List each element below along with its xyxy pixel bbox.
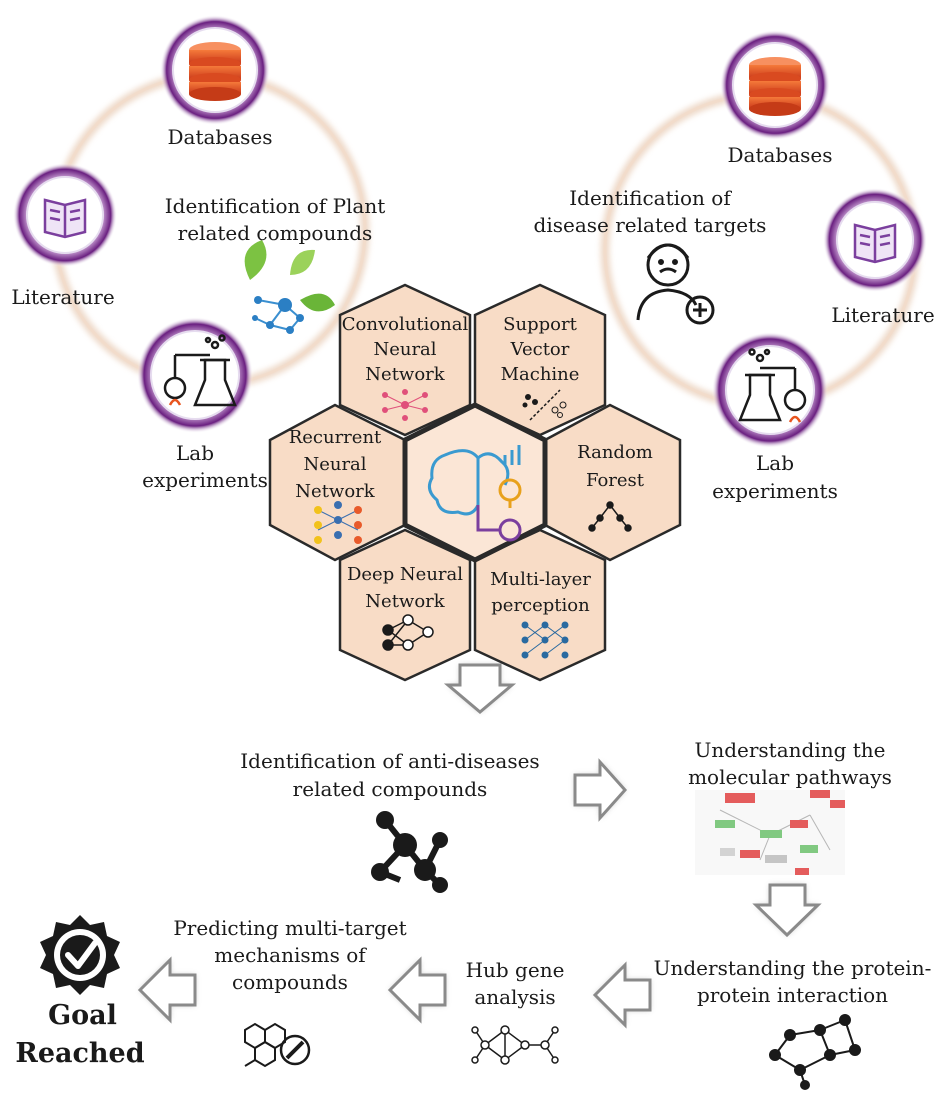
hex-rnn-label-3: Network [295,481,375,502]
goal-badge-icon [40,915,120,995]
arrow-left-icon [137,956,197,1024]
hex-cnn-label-3: Network [365,364,445,385]
goal-label-1: Goal [48,1000,117,1031]
deep-network-icon [382,614,434,651]
multi-target-label-3: compounds [232,970,348,994]
book-icon [853,223,897,264]
arrow-down-icon [443,663,517,714]
ppi-label-1: Understanding the protein- [653,956,932,980]
lab-flask-icon [163,334,237,407]
right-databases-label: Databases [727,143,833,167]
hub-gene-network-icon [471,1025,559,1065]
tree-icon [588,501,632,532]
pathways-label-2: molecular pathways [688,765,892,789]
database-icon [189,42,241,101]
ppi-label-2: protein interaction [696,983,889,1007]
arrow-left-icon [592,961,652,1029]
svm-scatter-icon [522,389,567,421]
hub-gene-label-2: analysis [474,985,556,1009]
rnn-network-icon [314,501,362,544]
hex-svm-label-2: Vector [510,339,570,360]
hex-center [402,402,548,563]
multi-target-label-1: Predicting multi-target [173,916,407,940]
left-lab-label-line1: Lab [175,441,214,465]
right-literature-label: Literature [831,303,935,327]
hex-rnn-label-2: Neural [303,454,367,475]
hex-svm-label-3: Machine [500,364,580,385]
patient-icon [636,243,715,325]
book-icon [43,198,87,239]
neural-network-icon [382,389,428,421]
molecule-icon [371,811,448,893]
hex-rf-label-1: Random [577,442,653,463]
anti-disease-label-2: related compounds [292,777,488,801]
protein-network-icon [769,1014,861,1090]
hex-rf-label-2: Forest [585,470,645,491]
multi-target-label-2: mechanisms of [214,943,366,967]
hub-gene-label-1: Hub gene [465,958,565,982]
arrow-down-icon [752,883,822,938]
pathway-diagram-image [695,790,845,875]
anti-disease-label-1: Identification of anti-diseases [240,749,540,773]
left-databases-label: Databases [167,125,273,149]
arrow-left-icon [387,956,447,1024]
hex-rnn-label-1: Recurrent [288,427,382,448]
hexagon-cluster [268,283,682,682]
pathways-label-1: Understanding the [694,738,886,762]
database-icon [749,57,801,116]
hex-svm-label-1: Support [503,314,577,335]
plant-compound-icon [244,240,335,334]
hex-cnn-label-1: Convolutional [341,314,469,335]
hex-dnn [338,528,472,682]
brain-ai-icon [427,445,522,542]
left-lab-label-line2: experiments [142,468,268,492]
mlp-network-icon [521,621,569,659]
left-literature-label: Literature [11,285,115,309]
right-lab-label-line2: experiments [712,479,838,503]
hex-mlp-label-1: Multi-layer [490,569,591,590]
left-lab-node [137,317,253,433]
hex-dnn-label-1: Deep Neural [346,564,464,585]
plant-compounds-title-line1: Identification of Plant [164,194,386,218]
hex-cnn-label-2: Neural [373,339,437,360]
pill-target-icon [244,1022,311,1068]
plant-compounds-title-line2: related compounds [177,221,373,245]
lab-flask-icon [738,348,807,423]
arrow-right-icon [573,758,628,822]
disease-targets-title-line2: disease related targets [533,213,767,237]
disease-targets-title-line1: Identification of [569,186,731,210]
hex-dnn-label-2: Network [365,591,445,612]
right-lab-label-line1: Lab [755,451,794,475]
goal-label-2: Reached [15,1038,145,1069]
hex-mlp-label-2: perception [491,595,590,616]
